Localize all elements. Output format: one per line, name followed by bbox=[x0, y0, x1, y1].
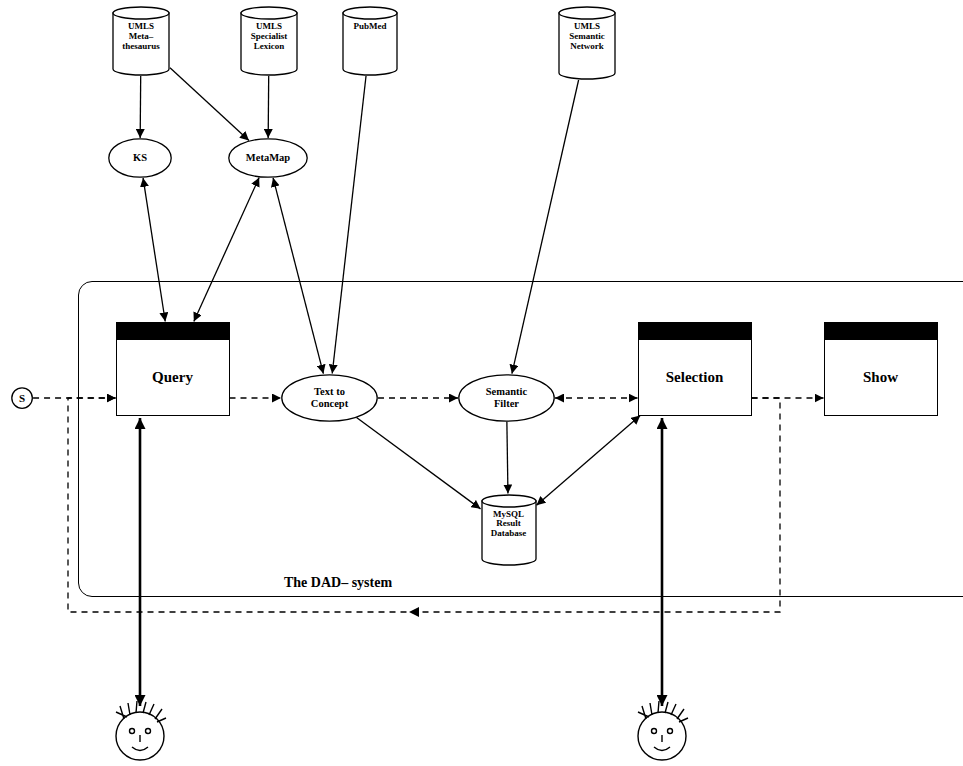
user-face bbox=[116, 701, 166, 760]
window-box: Selection bbox=[638, 322, 752, 416]
node-label: Query bbox=[152, 369, 193, 386]
process-ellipse: MetaMap bbox=[228, 138, 308, 178]
data-flow-arrow bbox=[507, 421, 508, 493]
cylinder-body bbox=[343, 13, 397, 75]
ellipse-shape bbox=[12, 388, 33, 409]
database-cylinder: UMLS Specialist Lexicon bbox=[240, 6, 298, 76]
data-flow-arrow bbox=[268, 76, 270, 138]
node-label: KS bbox=[133, 152, 147, 164]
node-label: UMLS Specialist Lexicon bbox=[243, 22, 295, 52]
control-flow-arrow bbox=[752, 397, 824, 398]
cylinder-top bbox=[482, 495, 536, 507]
control-flow-arrow bbox=[68, 398, 780, 612]
data-flow-arrow bbox=[537, 416, 641, 506]
cylinder-body bbox=[559, 13, 615, 79]
system-boundary: The DAD– system QueryText to Concept Seman… bbox=[78, 281, 963, 597]
cylinder-body bbox=[113, 13, 169, 75]
data-flow-arrow bbox=[170, 68, 249, 141]
node-label: S bbox=[19, 392, 25, 404]
user-arrow bbox=[661, 418, 664, 706]
node-label: MetaMap bbox=[246, 152, 290, 164]
data-flow-arrow bbox=[140, 76, 142, 138]
data-flow-arrow bbox=[512, 80, 579, 374]
node-label: Selection bbox=[666, 369, 724, 386]
control-flow-arrow bbox=[378, 397, 458, 398]
cylinder-top bbox=[559, 7, 615, 19]
ellipse-shape bbox=[282, 374, 377, 420]
window-box: Show bbox=[824, 322, 938, 416]
process-ellipse: KS bbox=[108, 138, 172, 178]
ellipse-shape bbox=[229, 139, 307, 177]
node-label: Show bbox=[863, 369, 898, 386]
data-flow-arrow bbox=[332, 76, 366, 374]
cylinder-top bbox=[113, 7, 169, 19]
user-face bbox=[638, 701, 688, 760]
start-circle: S bbox=[11, 387, 33, 409]
node-label: MySQL Result Database bbox=[484, 510, 534, 540]
database-cylinder: MySQL Result Database bbox=[481, 494, 537, 566]
process-ellipse: Semantic Filter bbox=[458, 374, 555, 422]
process-ellipse: Text to Concept bbox=[281, 374, 378, 422]
node-label: Semantic Filter bbox=[477, 386, 537, 409]
node-label: Text to Concept bbox=[300, 386, 360, 409]
data-flow-arrow bbox=[194, 178, 259, 322]
window-box: Query bbox=[116, 322, 230, 416]
node-label: UMLS Semantic Network bbox=[561, 22, 613, 52]
cylinder-outline bbox=[342, 6, 398, 76]
database-cylinder: UMLS Semantic Network bbox=[558, 6, 616, 80]
cylinder-top bbox=[241, 7, 297, 19]
node-label: UMLS Meta– thesaurus bbox=[115, 22, 167, 52]
control-flow-arrow bbox=[230, 397, 282, 398]
data-flow-arrow bbox=[357, 417, 481, 508]
node-label: PubMed bbox=[345, 22, 395, 32]
data-flow-arrow bbox=[143, 178, 165, 322]
data-flow-arrow bbox=[273, 178, 323, 374]
database-cylinder: PubMed bbox=[342, 6, 398, 76]
cylinder-body bbox=[241, 13, 297, 75]
ellipse-shape bbox=[109, 139, 171, 177]
database-cylinder: UMLS Meta– thesaurus bbox=[112, 6, 170, 76]
cylinder-body bbox=[482, 501, 536, 565]
system-label: The DAD– system bbox=[284, 575, 392, 590]
cylinder-top bbox=[343, 7, 397, 19]
user-arrow bbox=[139, 418, 142, 706]
control-flow-arrow bbox=[555, 397, 638, 398]
ellipse-shape bbox=[459, 374, 554, 420]
